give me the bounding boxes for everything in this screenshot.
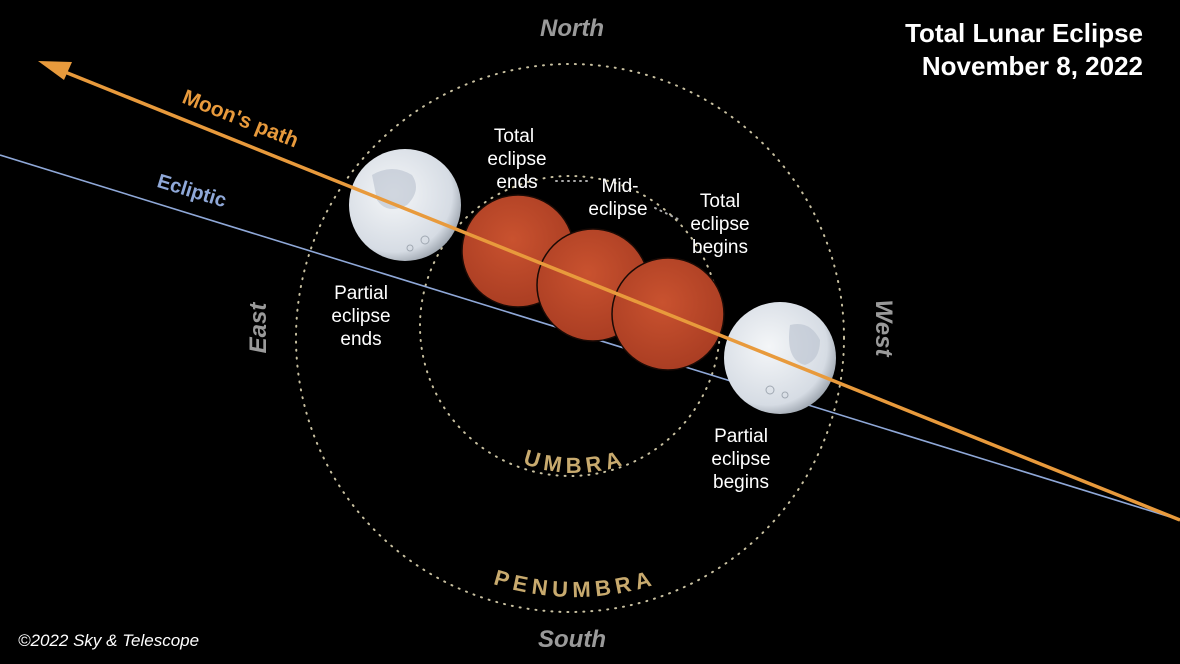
svg-text:Total: Total [700, 191, 740, 212]
label-partial-begins: Partial eclipse begins [711, 426, 770, 493]
title-line-2: November 8, 2022 [922, 51, 1143, 81]
penumbra-circle [295, 63, 845, 613]
west-label: West [870, 300, 897, 358]
label-total-begins: Total eclipse begins [690, 191, 749, 258]
svg-text:begins: begins [692, 237, 748, 258]
svg-text:begins: begins [713, 472, 769, 493]
leader-line [654, 207, 681, 221]
svg-text:ends: ends [496, 172, 537, 193]
svg-text:eclipse: eclipse [331, 306, 390, 327]
umbra-label: UMBRA [521, 445, 629, 478]
penumbra-label: PENUMBRA [491, 565, 658, 602]
svg-text:Total: Total [494, 126, 534, 147]
svg-text:Partial: Partial [334, 283, 388, 304]
moon-partial-ends [349, 149, 461, 261]
title-line-1: Total Lunar Eclipse [905, 18, 1143, 48]
arrowhead-icon [38, 61, 72, 80]
svg-text:eclipse: eclipse [690, 214, 749, 235]
svg-text:eclipse: eclipse [487, 149, 546, 170]
svg-text:eclipse: eclipse [588, 199, 647, 220]
moon-path-line [49, 64, 1180, 522]
label-partial-ends: Partial eclipse ends [331, 283, 390, 350]
svg-text:Partial: Partial [714, 426, 768, 447]
label-total-ends: Total eclipse ends [487, 126, 546, 193]
svg-text:ends: ends [340, 329, 381, 350]
south-label: South [538, 626, 606, 653]
credit: ©2022 Sky & Telescope [18, 631, 199, 650]
north-label: North [540, 15, 604, 42]
svg-text:Mid-: Mid- [602, 176, 639, 197]
east-label: East [245, 302, 272, 354]
label-mid-eclipse: Mid- eclipse [588, 176, 647, 220]
svg-text:eclipse: eclipse [711, 449, 770, 470]
